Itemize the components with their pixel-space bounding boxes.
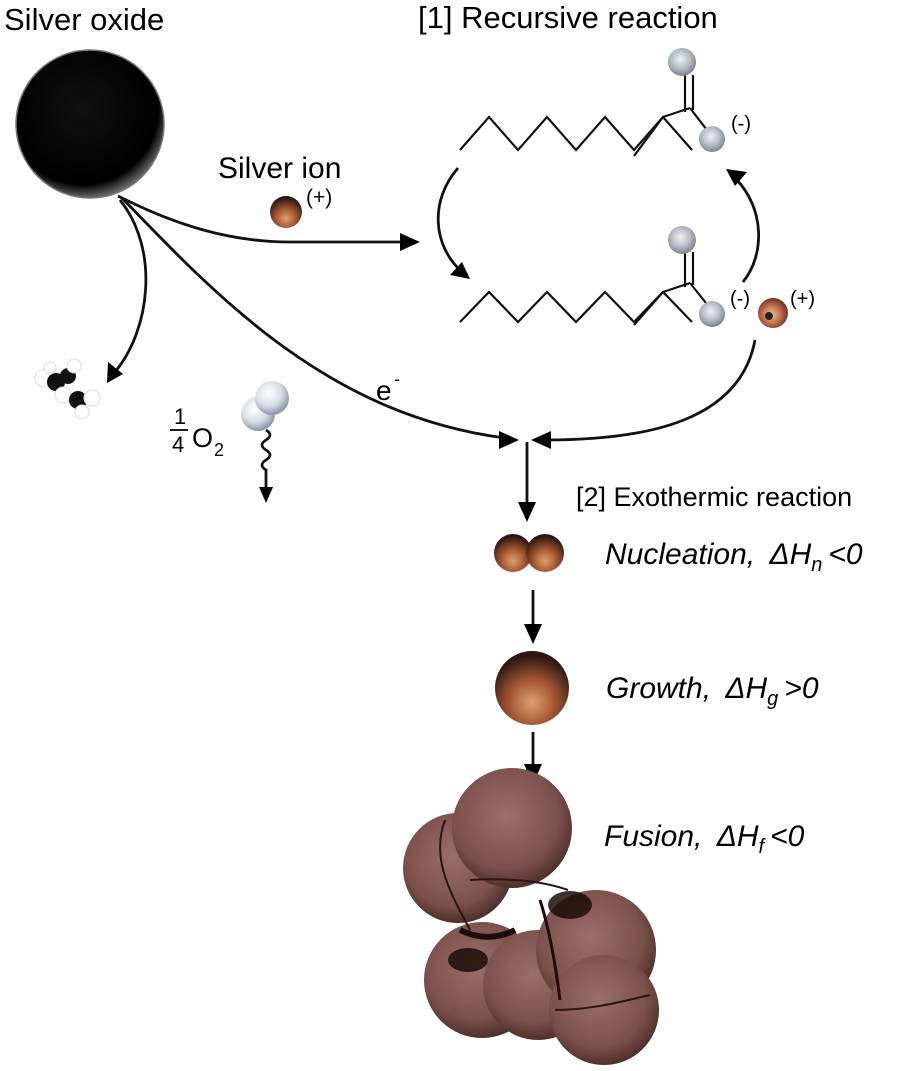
- byproduct-arrow: [113, 199, 148, 373]
- oxygen-atom-2: [255, 381, 289, 415]
- cycle-arrow-left: [436, 167, 463, 274]
- upper-anion-oxygen: [699, 126, 725, 152]
- fused-particle-2: [452, 768, 572, 888]
- fusion-cluster: Fusion, ΔHf<0: [403, 768, 805, 1065]
- electron-arrow: [120, 197, 506, 440]
- silver-oxide-label: Silver oxide: [4, 2, 164, 37]
- electron-label: e: [376, 375, 392, 406]
- bound-silver-ion: [758, 298, 788, 328]
- silver-ion-label: Silver ion: [218, 152, 341, 185]
- upper-minus-charge: (-): [731, 113, 751, 135]
- oxygen-coefficient-denominator: 4: [172, 432, 184, 457]
- fusion-label: Fusion, ΔHf<0: [604, 820, 805, 858]
- oxygen-symbol: O: [192, 423, 213, 453]
- oxygen-release: 1 4 O 2: [170, 381, 289, 503]
- organic-byproduct: [34, 358, 101, 420]
- nucleation-sphere-left: [494, 534, 532, 572]
- growth-label: Growth, ΔHg>0: [606, 672, 819, 710]
- silver-oxide-particle: [15, 49, 165, 199]
- upper-carboxylate-molecule: (-): [459, 48, 751, 157]
- cycle-arrow-right: [734, 177, 760, 283]
- lower-anion-oxygen: [699, 301, 725, 327]
- oxygen-coefficient-numerator: 1: [174, 404, 186, 429]
- ion-release-arrow: [117, 194, 405, 244]
- oxygen-escape-wavy-arrow: [260, 428, 272, 490]
- silver-ion-charge: (+): [306, 186, 332, 209]
- fused-particle-6: [549, 955, 659, 1065]
- exothermic-reaction-label: [2] Exothermic reaction: [576, 482, 852, 512]
- upper-carbonyl-oxygen: [668, 48, 696, 76]
- growth-stage: Growth, ΔHg>0: [495, 651, 819, 725]
- lower-carboxylate-molecule: (-) (+): [459, 226, 815, 328]
- recursive-reaction-label: [1] Recursive reaction: [418, 0, 718, 35]
- lower-minus-charge: (-): [730, 288, 750, 310]
- nucleation-stage: Nucleation, ΔHn<0: [494, 534, 863, 576]
- nucleation-label: Nucleation, ΔHn<0: [605, 538, 863, 576]
- lower-plus-charge: (+): [790, 288, 815, 310]
- nucleation-sphere-right: [526, 534, 564, 572]
- growth-sphere: [495, 651, 569, 725]
- silver-ion-sphere: [270, 196, 302, 228]
- electron-charge: -: [394, 369, 400, 389]
- oxygen-subscript: 2: [214, 440, 224, 460]
- lower-carbonyl-oxygen: [668, 226, 696, 254]
- silver-reduction-arrow: [544, 339, 757, 442]
